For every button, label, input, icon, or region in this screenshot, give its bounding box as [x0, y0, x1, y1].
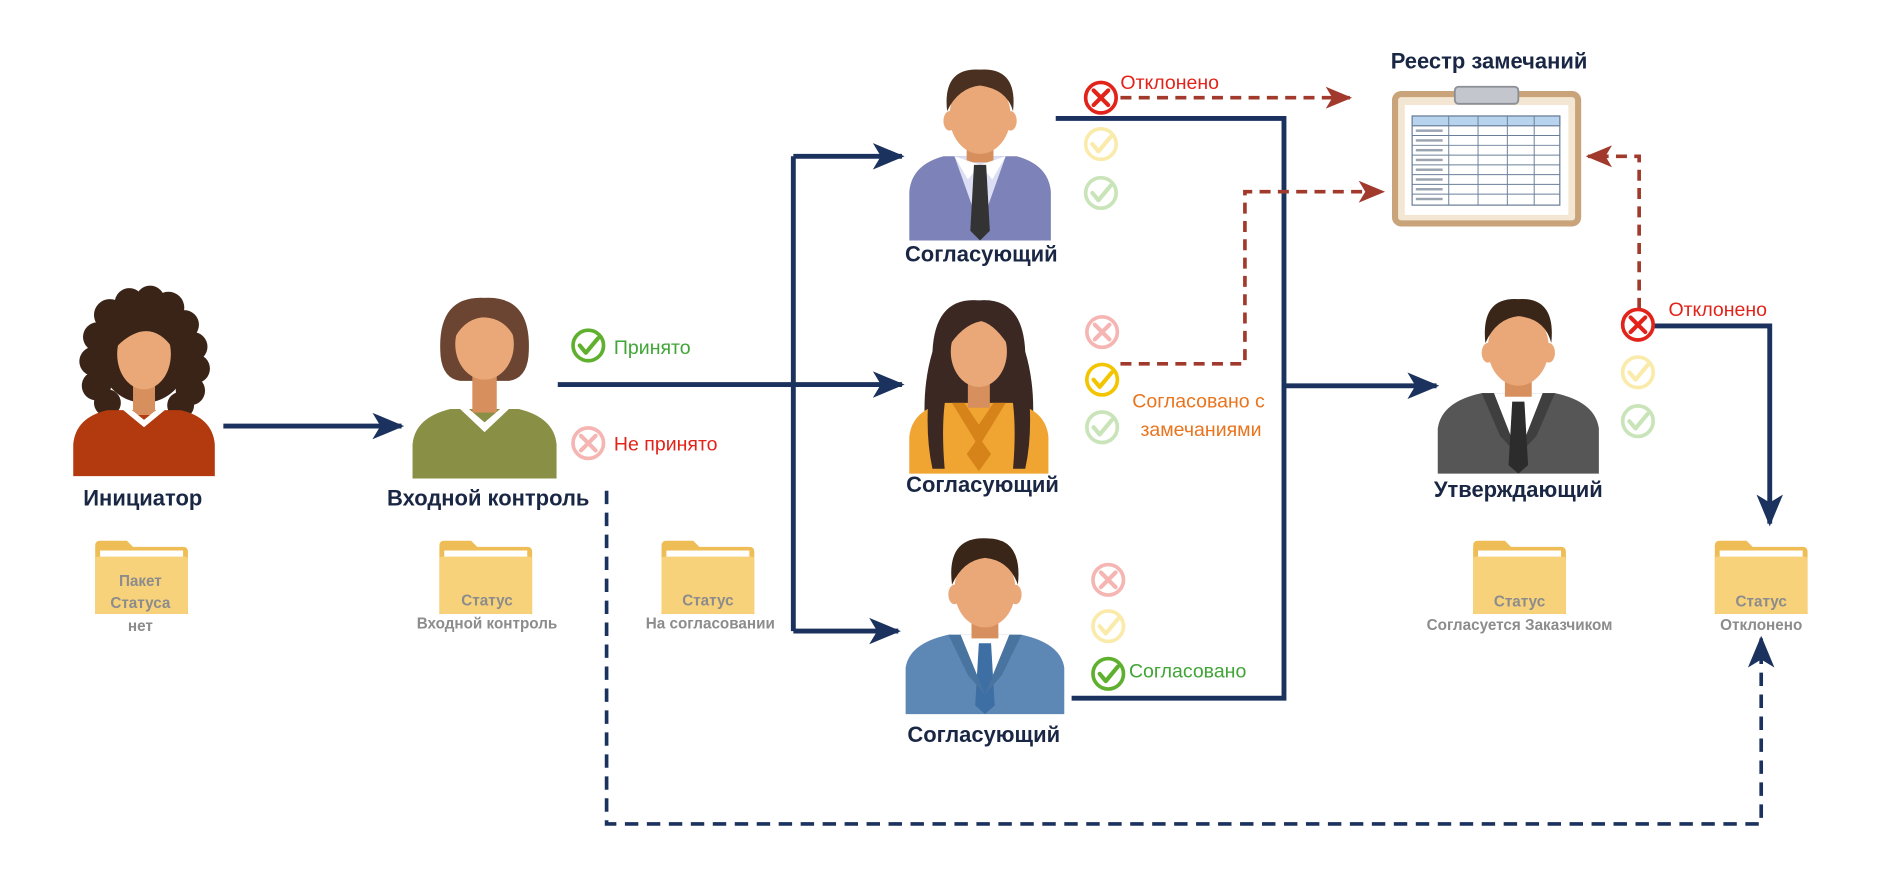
cross-circle-icon: [1083, 80, 1118, 115]
status-approver-3-approved: Согласовано: [1129, 660, 1246, 682]
folder-5-line-1: Статус: [1735, 594, 1787, 611]
check-circle-icon: [571, 328, 606, 363]
folder-1-line-1: Пакет: [119, 573, 162, 590]
check-circle-icon: [1091, 609, 1126, 644]
status-not-accepted: Не принято: [614, 433, 718, 455]
remarks-arrow-final-approver: [1585, 145, 1641, 309]
approver-2-label: Согласующий: [906, 472, 1059, 497]
folder-1-line-2: Статуса: [110, 595, 171, 612]
folder-5-caption: Отклонено: [1720, 617, 1802, 634]
approver-3-label: Согласующий: [907, 722, 1060, 747]
input-control-label: Входной контроль: [387, 485, 589, 510]
final-approver-label: Утверждающий: [1434, 477, 1603, 502]
arrow-final-rejected-to-folder: [1653, 323, 1783, 527]
input-control-person-icon: [412, 297, 557, 479]
cross-circle-icon: [1620, 307, 1656, 342]
folder-4-caption: Согласуется Заказчиком: [1427, 617, 1613, 634]
final-approver-person-icon: [1437, 298, 1599, 474]
approver-1-person-icon: [909, 69, 1051, 241]
approver-1-label: Согласующий: [905, 241, 1058, 266]
check-circle-icon: [1083, 175, 1118, 211]
check-circle-icon: [1085, 362, 1120, 397]
arrows: [223, 86, 1783, 826]
arrow-not-accepted-dashed: [604, 490, 1775, 826]
cross-circle-icon: [1085, 314, 1120, 350]
remarks-arrow-approver-2: [1120, 180, 1386, 366]
folder-icon: [1714, 540, 1808, 614]
folder-icon: [439, 540, 533, 614]
status-approver-2-remarks-line2: замечаниями: [1140, 419, 1261, 441]
check-circle-icon: [1091, 656, 1126, 691]
folder-icon: [1473, 540, 1566, 614]
folder-2-caption: Входной контроль: [417, 616, 558, 633]
approver-3-person-icon: [905, 538, 1065, 715]
folder-2-line-1: Статус: [461, 592, 513, 609]
status-approver-1-rejected: Отклонено: [1120, 72, 1219, 94]
initiator-label: Инициатор: [83, 485, 202, 510]
folder-3-caption: На согласовании: [646, 616, 775, 633]
status-final-rejected: Отклонено: [1668, 299, 1767, 321]
cross-circle-icon: [1091, 562, 1126, 597]
folder-4-line-1: Статус: [1494, 594, 1546, 611]
check-circle-icon: [1620, 404, 1656, 439]
approver-2-person-icon: [909, 300, 1049, 474]
folder-3-line-1: Статус: [682, 592, 734, 609]
check-circle-icon: [1083, 127, 1118, 162]
arrow-approvers-merge: [1055, 116, 1287, 701]
initiator-person-icon: [73, 285, 215, 477]
check-circle-icon: [1620, 355, 1656, 390]
folder-icon: [95, 540, 188, 614]
status-approver-2-remarks-line1: Согласовано с: [1132, 391, 1265, 413]
check-circle-icon: [1085, 410, 1120, 445]
folder-icon: [661, 540, 755, 614]
folder-1-caption: нет: [128, 618, 153, 635]
cross-circle-icon: [571, 426, 606, 461]
status-accepted: Принято: [614, 337, 691, 359]
register-title: Реестр замечаний: [1391, 48, 1588, 73]
clipboard-icon: [1391, 85, 1582, 227]
